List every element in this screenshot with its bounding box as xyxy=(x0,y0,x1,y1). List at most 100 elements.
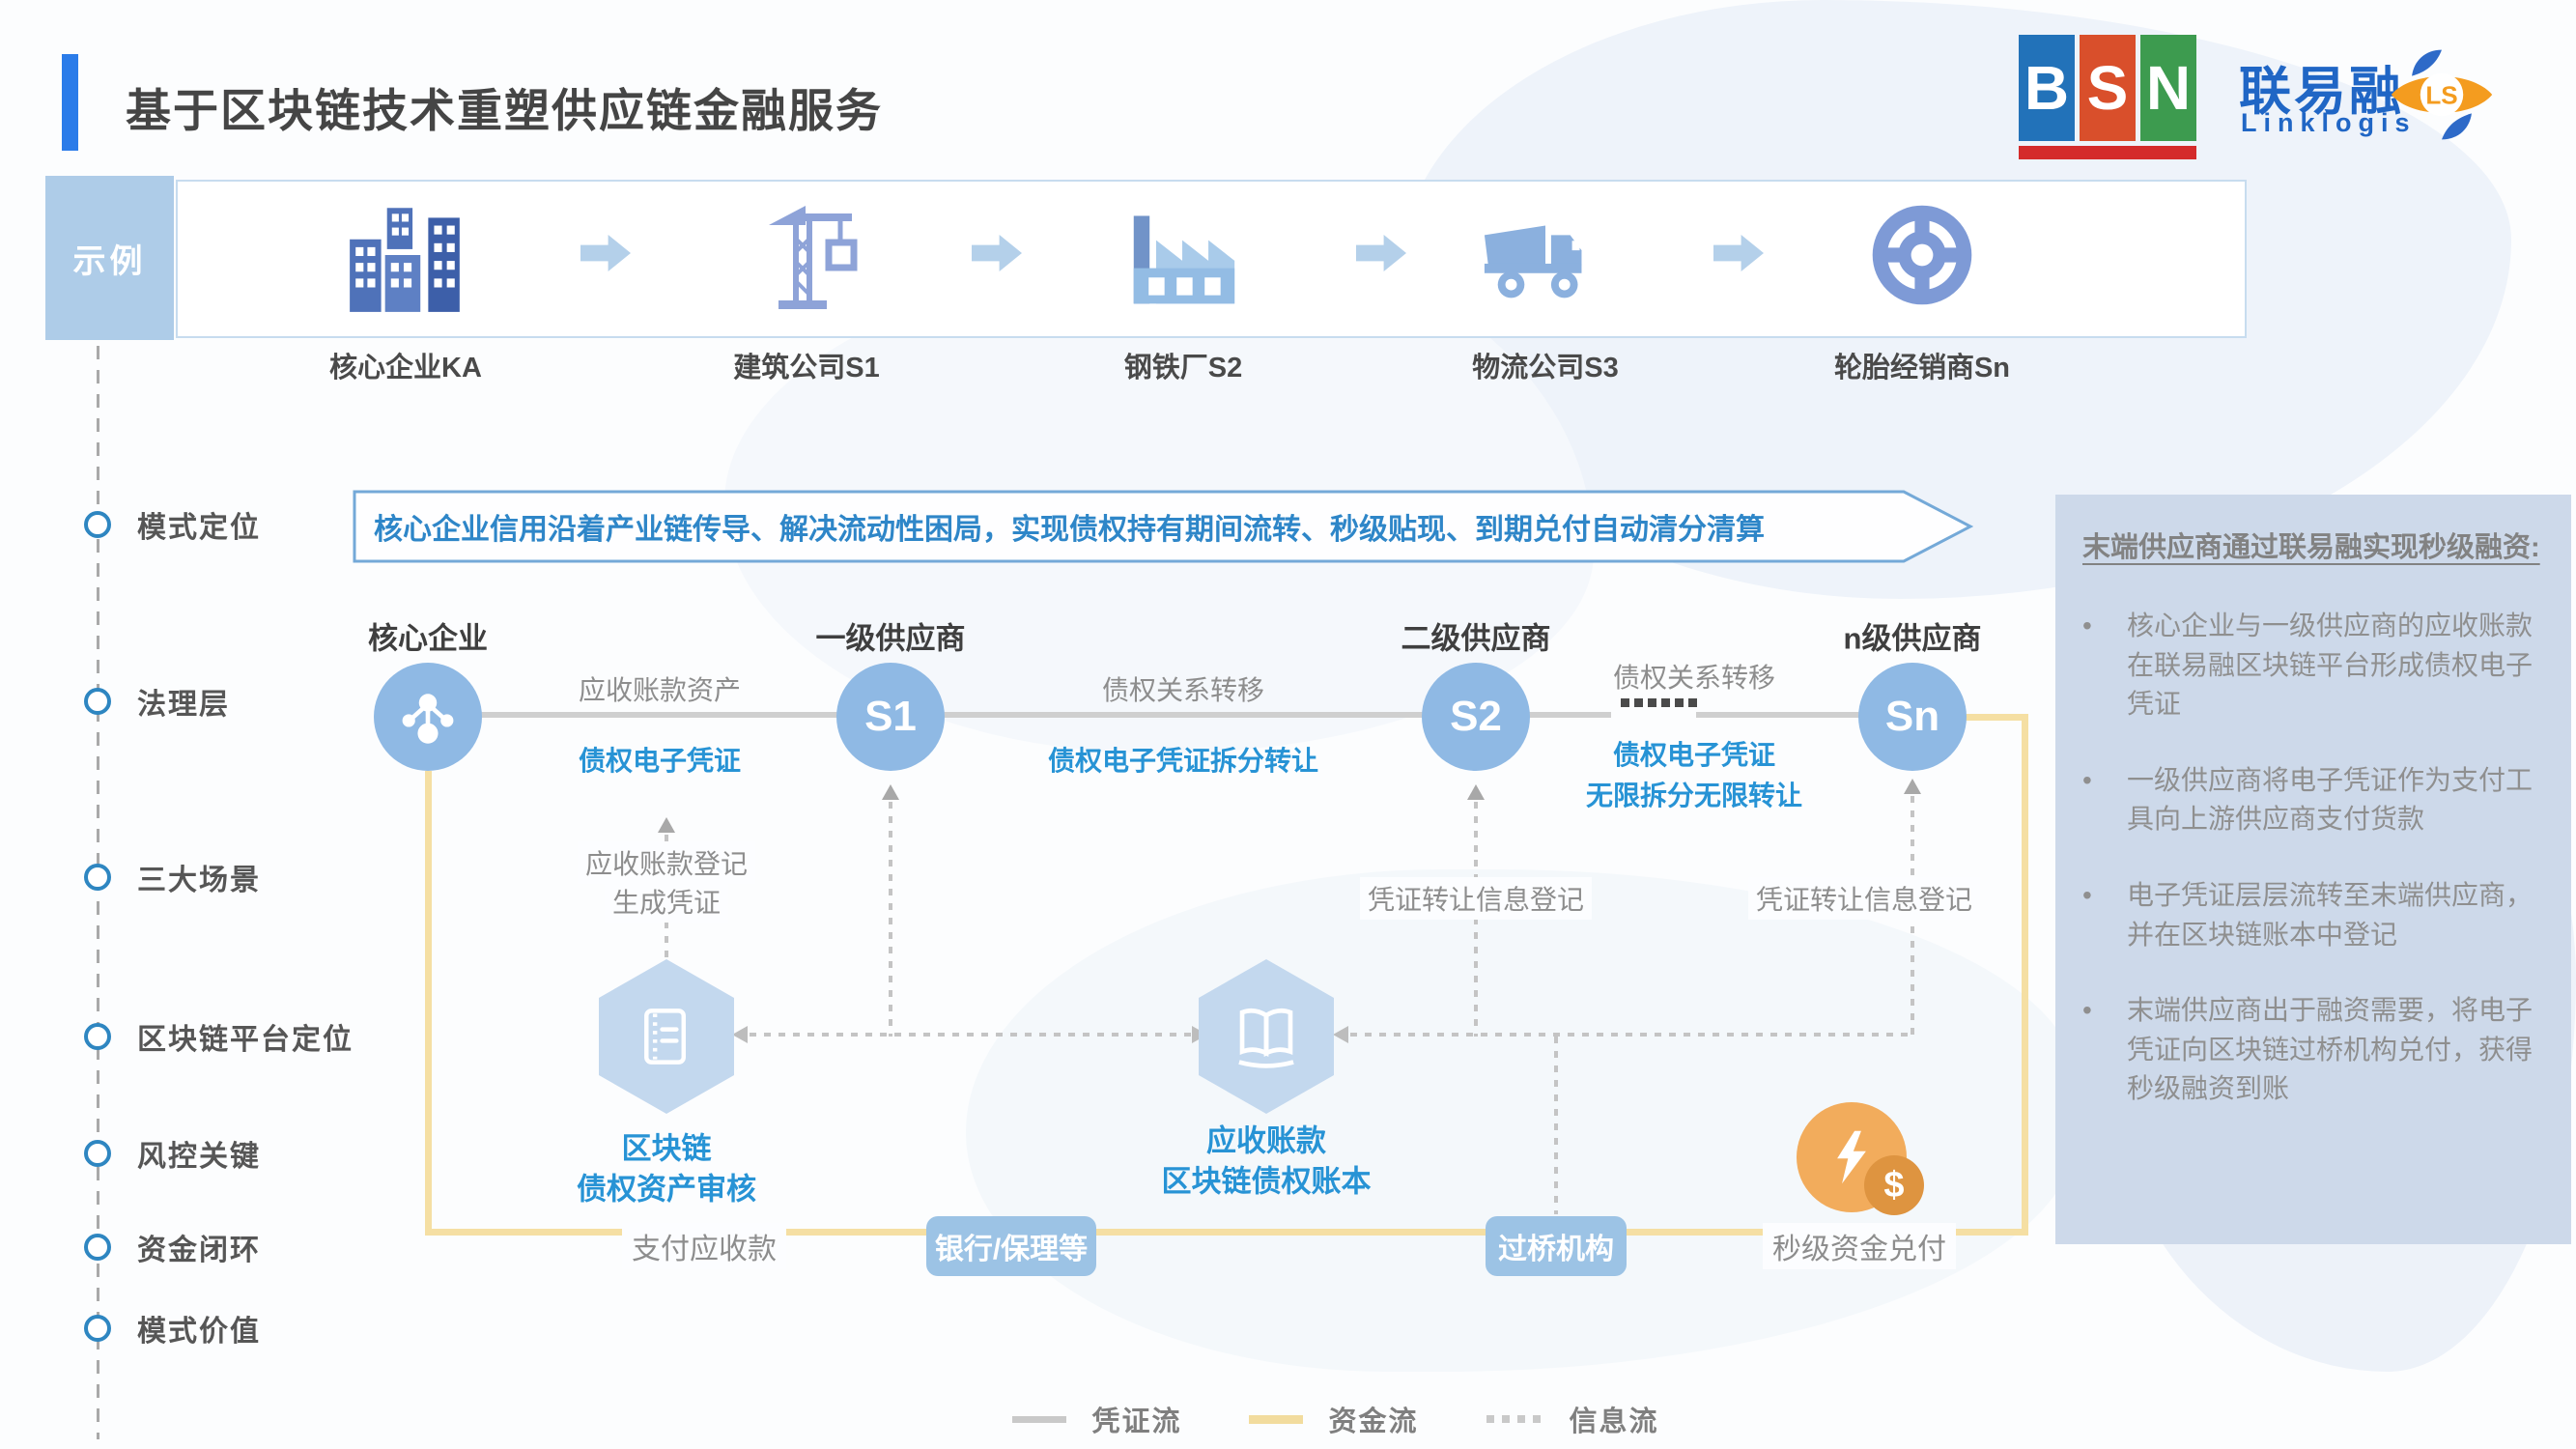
legend-label: 凭证流 xyxy=(1091,1406,1182,1437)
transfer-note: 凭证转让信息登记 xyxy=(1747,877,1981,920)
rail-item: 资金闭环 xyxy=(137,1235,261,1266)
buildings-icon xyxy=(350,208,460,312)
list-item: • 电子凭证层层流转至末端供应商，并在区块链账本中登记 xyxy=(2082,876,2544,954)
bullet-text: 核心企业与一级供应商的应收账款在联易融区块链平台形成债权电子凭证 xyxy=(2127,611,2534,720)
node-label: S2 xyxy=(1450,693,1502,740)
funds-line-vertical-left xyxy=(425,771,432,1235)
panel-bullet-list: • 核心企业与一级供应商的应收账款在联易融区块链平台形成债权电子凭证 • 一级供… xyxy=(2082,607,2544,1109)
banner-text: 核心企业信用沿着产业链传导、解决流动性困局，实现债权持有期间流转、秒级贴现、到期… xyxy=(374,514,1765,546)
rail-dot xyxy=(84,1023,111,1050)
hexagon-label: 区块链 xyxy=(621,1131,712,1166)
node-label: S1 xyxy=(864,693,917,740)
bullet-text: 电子凭证层层流转至末端供应商，并在区块链账本中登记 xyxy=(2127,880,2534,950)
register-note: 应收账款登记 xyxy=(577,841,756,884)
info-arrow-up xyxy=(882,784,899,800)
link-label-bottom: 债权电子凭证 xyxy=(578,746,742,776)
info-arrow-up xyxy=(1467,784,1485,800)
right-summary-panel: 末端供应商通过联易融实现秒级融资: • 核心企业与一级供应商的应收账款在联易融区… xyxy=(2055,495,2571,1244)
rail-dot xyxy=(84,1140,111,1167)
rail-dot xyxy=(84,1315,111,1342)
link-label-bottom: 债权电子凭证 xyxy=(1612,740,1776,770)
list-item: • 末端供应商出于融资需要，将电子凭证向区块链过桥机构兑付，获得秒级融资到账 xyxy=(2082,991,2544,1109)
legend-label: 信息流 xyxy=(1569,1406,1659,1437)
node-supplier-sn: Sn xyxy=(1858,663,1967,771)
chain-label: 轮胎经销商Sn xyxy=(1833,353,2011,384)
bsn-letter-s: S xyxy=(2080,35,2136,141)
chain-label: 核心企业KA xyxy=(329,353,482,384)
info-arrow-left xyxy=(732,1026,748,1043)
hexagon-label: 债权资产审核 xyxy=(577,1172,756,1207)
legend-label: 资金流 xyxy=(1328,1406,1419,1437)
left-rail-line xyxy=(97,346,99,1439)
linklogis-logo-en: Linklogis xyxy=(2241,108,2417,137)
blockchain-audit-hexagon xyxy=(599,959,734,1114)
info-line xyxy=(1350,1033,1912,1037)
link-label-bottom: 无限拆分无限转让 xyxy=(1585,781,1803,810)
dollar-sign: $ xyxy=(1883,1164,1905,1206)
bsn-letter-b: B xyxy=(2019,35,2075,141)
legend-item-info: 信息流 xyxy=(1486,1399,1659,1439)
example-tag: 示例 xyxy=(45,176,174,340)
info-arrow-left xyxy=(1333,1026,1348,1043)
wheel-icon xyxy=(1872,205,1972,305)
rail-dot xyxy=(84,688,111,715)
link-label-top: 债权关系转移 xyxy=(1612,663,1776,693)
receivables-ledger-hexagon xyxy=(1199,959,1334,1114)
bank-factoring-label: 银行/保理等 xyxy=(934,1234,1089,1265)
bullet-icon: • xyxy=(2082,764,2092,795)
transfer-note: 凭证转让信息登记 xyxy=(1359,877,1593,920)
tier-header: n级供应商 xyxy=(1843,621,1982,656)
page-title: 基于区块链技术重塑供应链金融服务 xyxy=(126,85,883,136)
chain-label: 物流公司S3 xyxy=(1472,353,1619,384)
node-core-enterprise xyxy=(374,663,482,771)
rail-dot xyxy=(84,511,111,538)
positioning-banner: 核心企业信用沿着产业链传导、解决流动性困局，实现债权持有期间流转、秒级贴现、到期… xyxy=(353,490,1974,563)
bsn-logo: B S N xyxy=(2019,35,2204,159)
rail-dot xyxy=(84,1234,111,1261)
bullet-text: 一级供应商将电子凭证作为支付工具向上游供应商支付货款 xyxy=(2127,764,2534,835)
linklogis-logo-cn: 联易融 xyxy=(2239,63,2404,121)
chain-ellipsis-dots xyxy=(1621,698,1697,707)
register-note: 生成凭证 xyxy=(604,880,729,923)
linklogis-eye-icon: LS xyxy=(2391,49,2493,140)
pay-receivables-label: 支付应收款 xyxy=(622,1223,786,1269)
solid-yellow-line-icon xyxy=(1249,1414,1304,1424)
node-supplier-s1: S1 xyxy=(836,663,945,771)
truck-icon xyxy=(1484,225,1582,298)
funds-line-top-stub xyxy=(1961,714,2028,721)
certificate-line xyxy=(1696,712,1912,718)
dotted-line-icon xyxy=(1486,1415,1544,1423)
info-arrow-up xyxy=(658,817,675,833)
bsn-logo-underline xyxy=(2019,146,2196,159)
rail-item: 风控关键 xyxy=(137,1141,261,1173)
info-line xyxy=(1554,1037,1558,1214)
link-label-top: 债权关系转移 xyxy=(1101,675,1265,705)
info-line xyxy=(750,1033,1192,1037)
legend-item-funds: 资金流 xyxy=(1249,1399,1418,1439)
title-accent-bar xyxy=(62,54,78,151)
dollar-badge-icon: $ xyxy=(1864,1155,1924,1215)
certificate-line xyxy=(428,712,1611,718)
link-label-bottom: 债权电子凭证拆分转让 xyxy=(1047,746,1319,776)
funds-line-bottom xyxy=(425,1229,2028,1236)
node-label: Sn xyxy=(1884,693,1940,740)
tier-header: 核心企业 xyxy=(368,621,488,656)
chain-label: 钢铁厂S2 xyxy=(1123,353,1243,384)
list-item: • 一级供应商将电子凭证作为支付工具向上游供应商支付货款 xyxy=(2082,761,2544,839)
bank-factoring-box: 银行/保理等 xyxy=(926,1216,1096,1276)
bridge-institution-label: 过桥机构 xyxy=(1498,1234,1614,1265)
hexagon-label: 应收账款 xyxy=(1206,1123,1326,1158)
panel-title: 末端供应商通过联易融实现秒级融资: xyxy=(2082,532,2540,563)
funds-line-vertical-right xyxy=(2022,717,2028,1236)
rail-item: 法理层 xyxy=(137,689,230,721)
bullet-icon: • xyxy=(2082,611,2092,641)
linklogis-monogram: LS xyxy=(2425,81,2457,110)
node-supplier-s2: S2 xyxy=(1422,663,1530,771)
bullet-icon: • xyxy=(2082,880,2092,911)
legend-item-certificate: 凭证流 xyxy=(1012,1399,1181,1439)
rail-item: 区块链平台定位 xyxy=(137,1024,354,1056)
info-arrow-up xyxy=(1904,779,1921,794)
instant-settlement-label: 秒级资金兑付 xyxy=(1763,1223,1956,1269)
rail-item: 模式价值 xyxy=(137,1316,261,1348)
